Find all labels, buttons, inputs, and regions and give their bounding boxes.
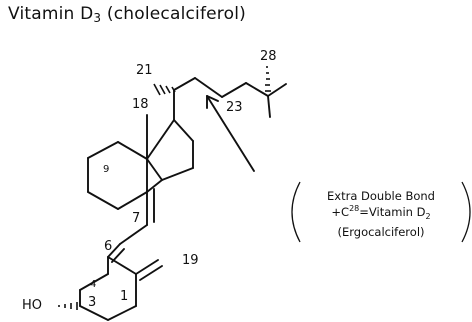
side-chain	[153, 66, 287, 172]
label-c9: 9	[103, 164, 109, 175]
note-right-paren	[461, 181, 471, 243]
label-c3: 3	[88, 295, 96, 310]
label-c28: 28	[260, 49, 277, 64]
title-suffix: (cholecalciferol)	[101, 4, 246, 24]
diagram-title: Vitamin D3 (cholecalciferol)	[8, 4, 246, 25]
ring-a	[58, 256, 163, 321]
note-line2-sup: 28	[349, 204, 359, 213]
label-c1: 1	[120, 289, 128, 304]
ring-d	[146, 119, 194, 181]
note-line2-sub: 2	[425, 212, 430, 221]
title-subscript: 3	[93, 11, 102, 25]
c28-hashed-bond	[265, 66, 271, 92]
note-line3: (Ergocalciferol)	[337, 225, 424, 239]
ring-c	[87, 114, 163, 226]
note-left-paren	[291, 181, 301, 243]
note-line2: +C28=Vitamin D2	[331, 204, 430, 221]
label-c18: 18	[132, 97, 149, 112]
label-c7: 7	[132, 211, 140, 226]
label-c4: 4	[90, 279, 96, 290]
triene-linker	[107, 224, 148, 263]
label-c6: 6	[104, 239, 112, 254]
note-line1: Extra Double Bond	[327, 189, 435, 203]
c23-pointer-arrow	[206, 95, 255, 172]
oh-hashed-bond	[58, 302, 78, 310]
label-c21: 21	[136, 63, 153, 78]
label-c19: 19	[182, 253, 199, 268]
label-ho: HO	[22, 298, 42, 313]
note-line2-suffix: =Vitamin D	[359, 205, 425, 219]
note-line2-prefix: +C	[331, 205, 349, 219]
c21-hashed-bond	[153, 83, 176, 96]
label-c23: 23	[226, 100, 243, 115]
title-prefix: Vitamin D	[8, 4, 94, 24]
ergocalciferol-note: Extra Double Bond +C28=Vitamin D2 (Ergoc…	[291, 181, 471, 243]
